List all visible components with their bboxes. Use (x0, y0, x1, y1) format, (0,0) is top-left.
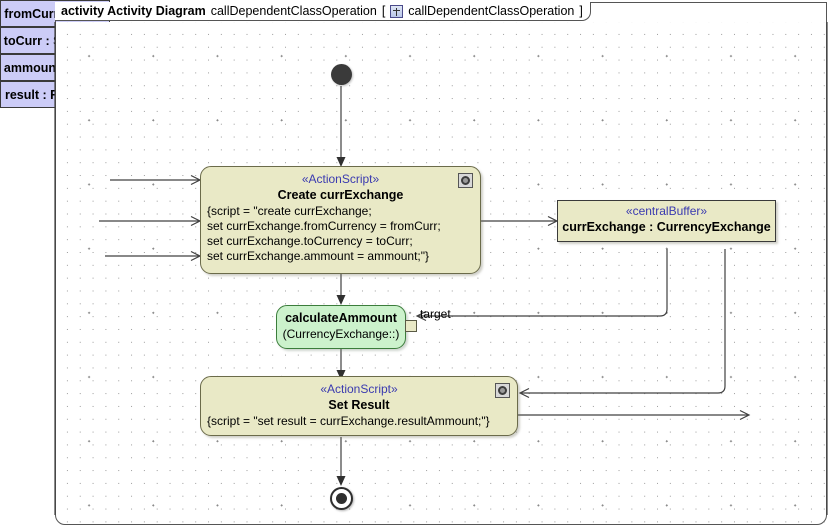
action-stereotype: «ActionScript» (301, 172, 380, 186)
call-operation-title: calculateAmmount (285, 311, 397, 325)
frame-keyword: activity Activity Diagram (61, 4, 206, 18)
call-operation-subtitle: (CurrencyExchange::) (282, 327, 400, 341)
frame-header[interactable]: activity Activity Diagram callDependentC… (55, 2, 591, 21)
buffer-title: currExchange : CurrencyExchange (562, 220, 771, 234)
frame-name: callDependentClassOperation (210, 4, 377, 18)
action-script-line-3: set currExchange.toCurrency = toCurr; (207, 234, 413, 248)
action-node-set-result[interactable]: «ActionScript» Set Result {script = "set… (200, 376, 518, 436)
input-pin-target[interactable] (405, 320, 417, 332)
action-title: Set Result (328, 398, 390, 412)
gear-icon[interactable] (458, 173, 473, 188)
input-pin-target-label: target (420, 307, 451, 321)
action-script-line-4: set currExchange.ammount = ammount;"} (207, 249, 430, 263)
action-script-line-1: {script = "set result = currExchange.res… (207, 414, 490, 428)
action-script-line-2: set currExchange.fromCurrency = fromCurr… (207, 219, 441, 233)
gear-icon[interactable] (495, 383, 510, 398)
central-buffer-node[interactable]: «centralBuffer» currExchange : CurrencyE… (557, 200, 776, 242)
action-stereotype: «ActionScript» (320, 382, 398, 396)
activity-diagram-icon (390, 4, 404, 18)
frame-qualified-name: callDependentClassOperation (408, 4, 575, 18)
call-operation-node-calculateammount[interactable]: calculateAmmount (CurrencyExchange::) (276, 305, 406, 349)
initial-node[interactable] (331, 64, 352, 85)
action-title: Create currExchange (277, 188, 404, 202)
frame-bracket-close: ] (579, 4, 583, 18)
action-node-create-currexchange[interactable]: «ActionScript» Create currExchange {scri… (200, 166, 481, 274)
activity-final-node[interactable] (330, 487, 353, 510)
buffer-stereotype: «centralBuffer» (625, 204, 708, 218)
action-script-line-1: {script = "create currExchange; (207, 204, 372, 218)
frame-bracket-open: [ (381, 4, 386, 18)
